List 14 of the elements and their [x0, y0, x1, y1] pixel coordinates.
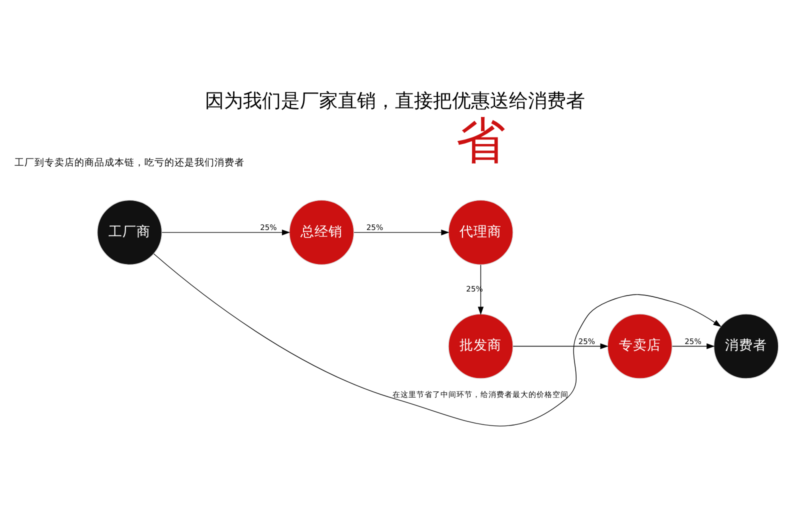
diagram-title: 因为我们是厂家直销，直接把优惠送给消费者	[205, 88, 585, 112]
arrow	[478, 264, 484, 315]
arrow	[512, 343, 609, 350]
arrow	[162, 230, 290, 236]
node-circle: 工厂商	[97, 200, 162, 265]
label: 工厂到专卖店的商品成本链，吃亏的还是我们消费者	[14, 158, 245, 169]
arrow	[672, 343, 715, 350]
node-circle: 批发商	[448, 314, 514, 379]
node-circle: 总经销	[289, 200, 354, 265]
arrow	[153, 253, 722, 426]
node-circle: 代理商	[448, 200, 514, 265]
node-circle: 专卖店	[607, 314, 672, 379]
arrow	[354, 230, 450, 236]
label: 省	[456, 112, 506, 170]
